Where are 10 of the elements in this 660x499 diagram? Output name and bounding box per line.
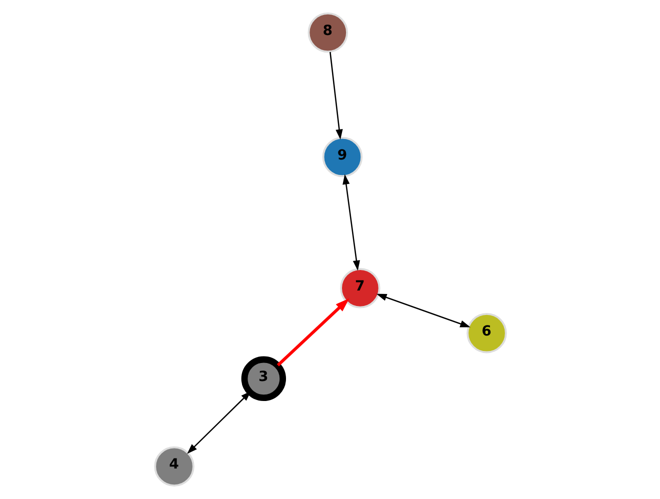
node-circle: 7	[340, 268, 380, 308]
node-circle: 4	[154, 446, 194, 487]
arrow	[376, 294, 470, 328]
arrow	[329, 52, 342, 140]
node-circle: 8	[307, 12, 348, 53]
arrow	[342, 174, 360, 271]
arrow	[276, 298, 349, 366]
node-circle: 9	[322, 136, 362, 178]
node-circle: 6	[466, 312, 506, 354]
arrow	[186, 391, 251, 454]
